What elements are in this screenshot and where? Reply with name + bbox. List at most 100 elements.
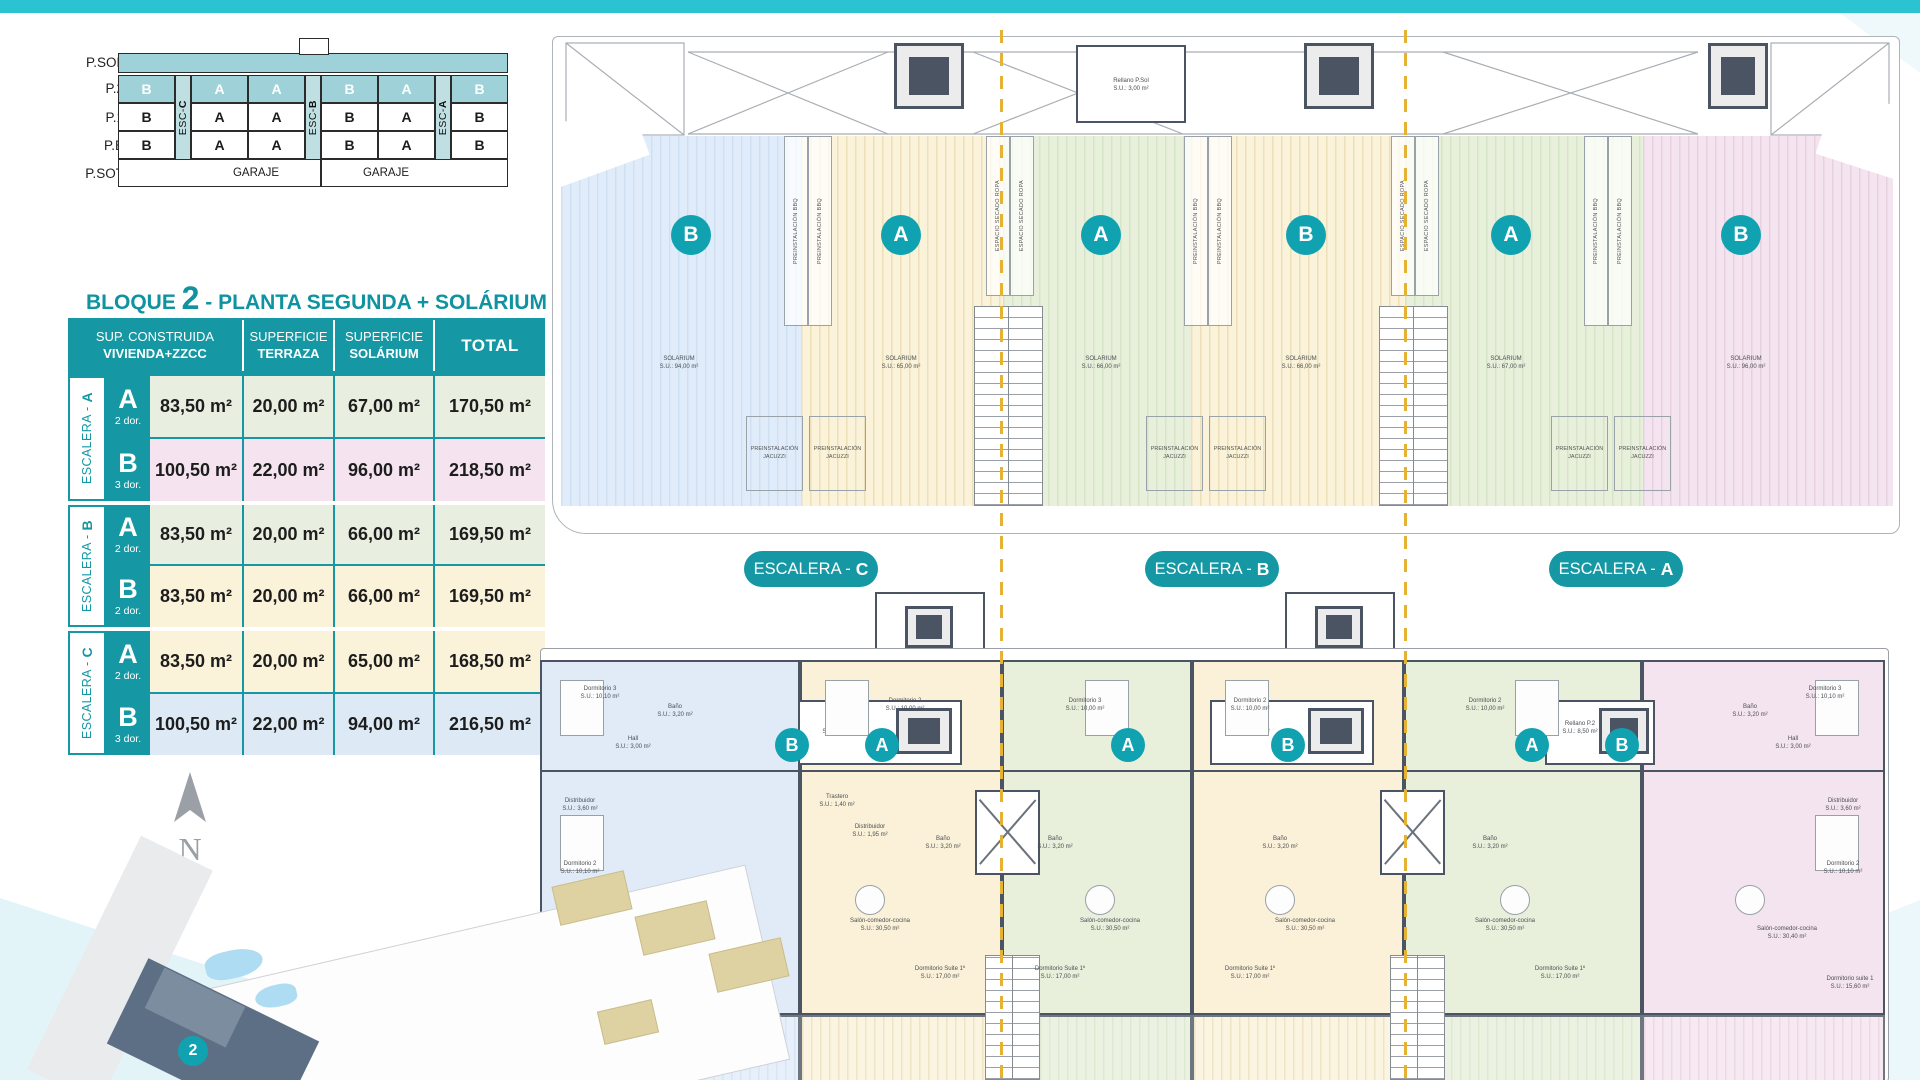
wall [542, 770, 798, 772]
table-cell: 22,00 m² [244, 694, 333, 755]
table-cell: 65,00 m² [335, 631, 433, 692]
wall [1004, 770, 1190, 772]
stack-cell: A [378, 131, 435, 159]
group-label-escalera-b: ESCALERA - B [68, 505, 106, 627]
furniture [1085, 680, 1129, 736]
furniture [825, 680, 869, 736]
furniture [1815, 815, 1859, 871]
stack-cell: B [321, 103, 378, 131]
furniture [1735, 885, 1765, 915]
table-cell: 169,50 m² [435, 566, 545, 627]
planta-segunda-floor-plan: Rellano P.2S.U.: 8,50 m² Rellano P.2S.U.… [525, 585, 1900, 1080]
unit-badge: B [1286, 215, 1326, 255]
group-gap [68, 627, 545, 631]
staircase [974, 306, 1043, 506]
stack-cell: B [321, 131, 378, 159]
esc-column-c: ESC-C [175, 75, 191, 160]
table-cell: 20,00 m² [244, 631, 333, 692]
void-shaft [975, 790, 1040, 875]
wall [1406, 770, 1640, 772]
elevator-shaft [896, 708, 952, 754]
group-label-escalera-a: ESCALERA - A [68, 376, 106, 501]
garaje-label: GARAJE [232, 167, 279, 179]
table-cell: 96,00 m² [335, 439, 433, 501]
stack-cell: B [451, 75, 508, 103]
floor-label: P.2 [105, 81, 124, 96]
unit-badge: B [775, 728, 809, 762]
unit-badge: B [1605, 728, 1639, 762]
stack-cell: B [118, 75, 175, 103]
table-cell: 83,50 m² [150, 631, 242, 692]
garaje-label: GARAJE [362, 167, 409, 179]
table-cell: 83,50 m² [150, 376, 242, 437]
staircase [985, 955, 1040, 1080]
stack-cell: A [378, 103, 435, 131]
psot-row [118, 159, 508, 187]
secado-ropa-box: ESPACIO SECADO ROPA [1415, 136, 1439, 296]
roof-structure [565, 42, 1890, 136]
stack-cell: A [191, 103, 248, 131]
bbq-preinstall-box: PREINSTALACIÓN BBQ [784, 136, 808, 326]
table-cell: 67,00 m² [335, 376, 433, 437]
floor-label: P.1 [105, 110, 124, 125]
pill-escalera-c: ESCALERA -C [744, 551, 878, 587]
solarium-unit-b-blue [561, 136, 801, 506]
stack-cell: A [248, 131, 305, 159]
table-cell: 100,50 m² [150, 439, 242, 501]
floor-label: P.SOT [85, 166, 124, 181]
table-cell: 22,00 m² [244, 439, 333, 501]
table-cell: 83,50 m² [150, 566, 242, 627]
elevator-shaft [1304, 43, 1374, 109]
stack-cell: B [451, 103, 508, 131]
unit-badge: A [1111, 728, 1145, 762]
esc-column-a: ESC-A [435, 75, 451, 160]
furniture [855, 885, 885, 915]
page-title: BLOQUE 2 - PLANTA SEGUNDA + SOLÁRIUM [86, 280, 547, 316]
bbq-preinstall-box: PREINSTALACIÓN BBQ [1184, 136, 1208, 326]
group-label-escalera-c: ESCALERA - C [68, 631, 106, 755]
stack-cell: B [321, 75, 378, 103]
terrace [1642, 1015, 1885, 1080]
unit-badge: A [881, 215, 921, 255]
division-dashed-line [1404, 30, 1407, 1080]
unit-badge: A [865, 728, 899, 762]
elevator-shaft [1315, 606, 1363, 648]
elevator-shaft [1308, 708, 1364, 754]
unit-badge: A [1491, 215, 1531, 255]
table-cell: 218,50 m² [435, 439, 545, 501]
furniture [1225, 680, 1269, 736]
unit-badge: B [671, 215, 711, 255]
table-cell: 20,00 m² [244, 376, 333, 437]
furniture [560, 680, 604, 736]
